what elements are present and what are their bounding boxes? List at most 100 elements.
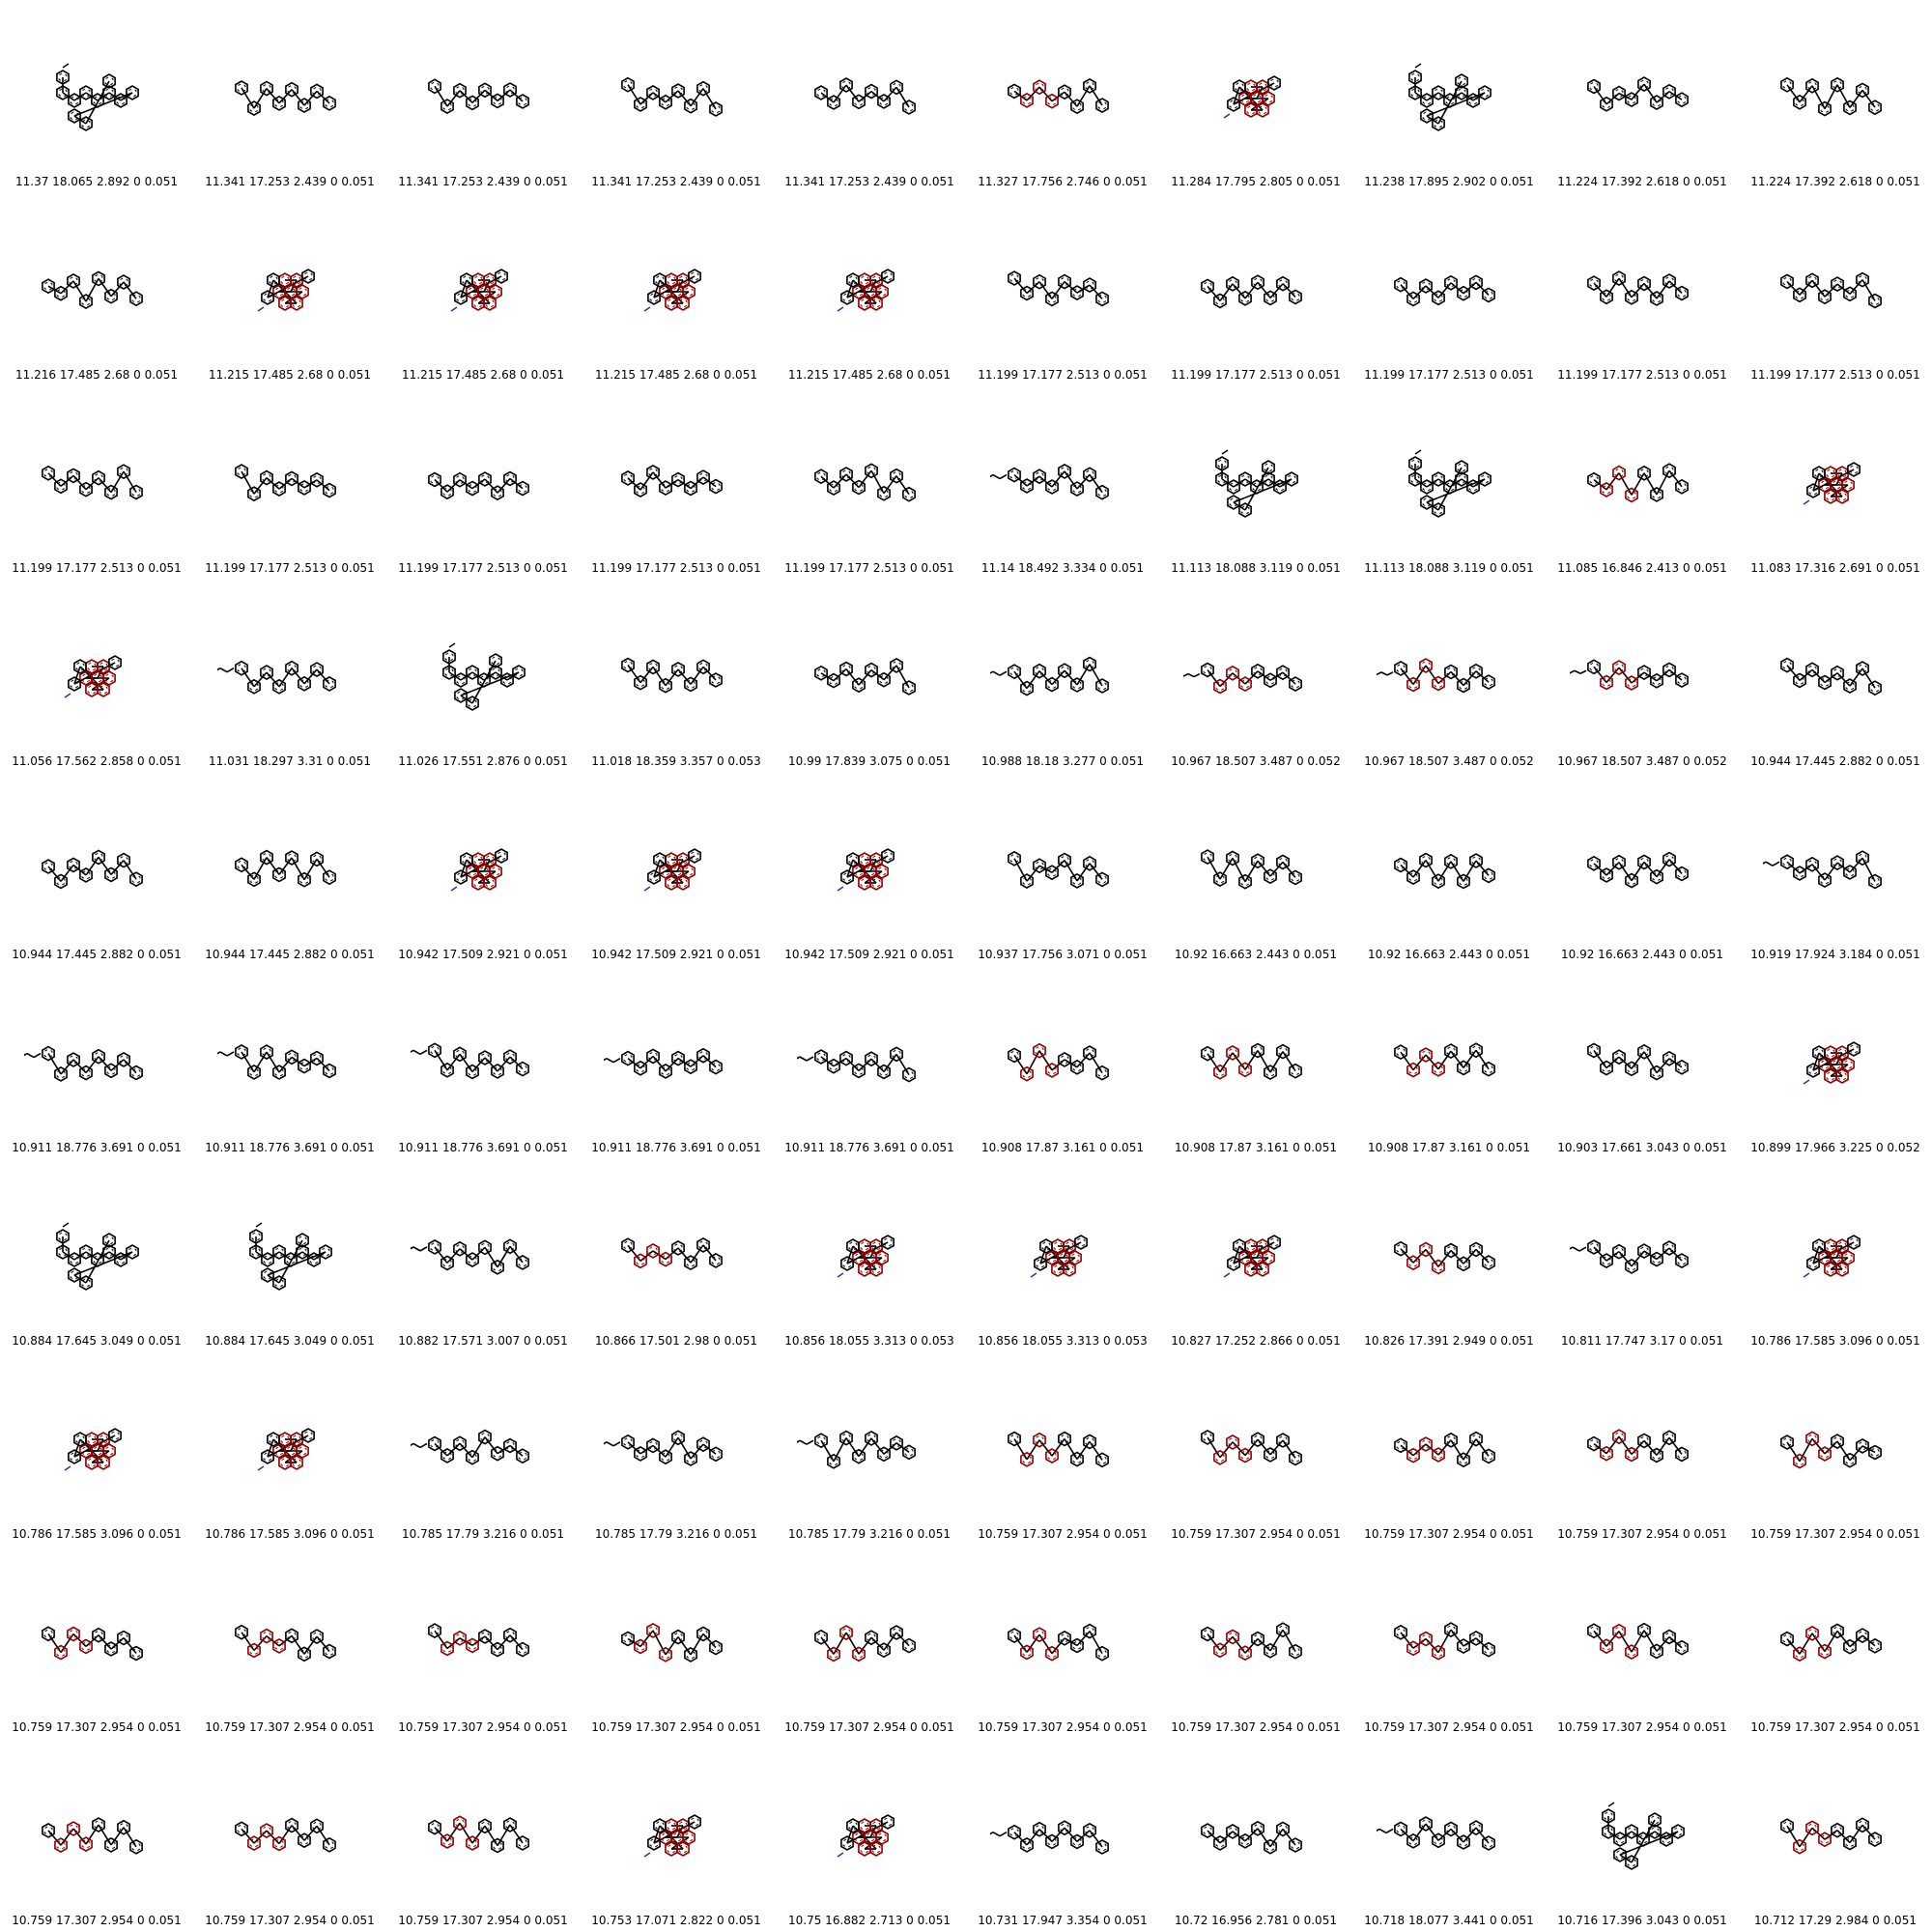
ring — [1289, 1450, 1302, 1466]
molecule-structure-drawing — [814, 463, 916, 502]
ring — [1587, 855, 1601, 871]
ring — [1818, 1832, 1832, 1848]
molecule-cell: 10.92 16.663 2.443 0 0.051 — [1159, 773, 1352, 966]
bond — [459, 1248, 473, 1261]
ring-inner — [1434, 876, 1443, 887]
ring — [102, 73, 116, 89]
ring-inner — [119, 1633, 128, 1643]
ring-inner — [655, 274, 665, 286]
bond — [1631, 1439, 1645, 1456]
ring — [1008, 850, 1021, 867]
molecule-structure-drawing — [1201, 1820, 1302, 1855]
ring-inner — [1833, 858, 1842, 868]
ring-inner — [1662, 1833, 1671, 1845]
ring-inner — [480, 473, 490, 485]
ring-inner — [94, 1630, 103, 1640]
bond — [1233, 1245, 1240, 1264]
ring-inner — [1833, 279, 1842, 290]
ring-inner — [1265, 293, 1275, 303]
ring-inner — [1278, 1824, 1288, 1834]
ring-inner — [1203, 281, 1212, 292]
molecule-cell: 10.811 17.747 3.17 0 0.051 — [1546, 1159, 1739, 1352]
ring — [1587, 1239, 1601, 1255]
ring-inner — [867, 1054, 876, 1065]
ring — [682, 864, 696, 879]
ring — [1625, 675, 1638, 691]
bond — [278, 89, 293, 104]
ring — [310, 851, 324, 867]
ring-inner — [1035, 1824, 1044, 1834]
ring-inner — [1837, 1070, 1847, 1082]
ring — [1408, 85, 1422, 100]
ring-inner — [1650, 1814, 1660, 1826]
bond — [702, 1633, 717, 1649]
ring-inner — [1484, 1258, 1493, 1268]
ring — [453, 1240, 467, 1257]
ring — [1612, 1623, 1626, 1639]
molecule-structure-drawing — [450, 848, 508, 892]
ring-inner — [1870, 1447, 1880, 1458]
ring-inner — [1849, 1236, 1859, 1248]
bond — [1076, 473, 1091, 490]
molecule-structure-drawing — [428, 1623, 529, 1658]
ring-inner — [455, 474, 465, 485]
ring — [478, 1429, 492, 1445]
bond — [1064, 669, 1078, 686]
molecule-structure-drawing — [1570, 659, 1689, 691]
ring — [890, 657, 903, 673]
molecule-cell: 11.199 17.177 2.513 0 0.051 — [0, 386, 193, 580]
ring — [466, 1252, 479, 1268]
molecule-structure-drawing — [1030, 1235, 1088, 1278]
ring — [1289, 676, 1302, 693]
ring-inner — [1022, 1839, 1032, 1850]
molecule-cell: 10.759 17.307 2.954 0 0.051 — [1352, 1546, 1546, 1739]
ring-inner — [1664, 1053, 1674, 1064]
ring-inner — [1484, 870, 1493, 881]
ring-inner — [69, 1629, 78, 1639]
ring — [1020, 1836, 1034, 1853]
ring-inner — [312, 474, 322, 485]
ring-inner — [480, 1432, 490, 1442]
ring-inner — [1845, 289, 1855, 299]
ring — [634, 1253, 647, 1269]
bond — [1400, 1248, 1414, 1264]
ring-inner — [636, 1256, 645, 1266]
ring-inner — [128, 1246, 137, 1258]
ring-inner — [1022, 1647, 1032, 1658]
ring-inner — [848, 274, 858, 286]
ring-inner — [623, 660, 633, 670]
ring-inner — [1471, 855, 1481, 867]
ring — [247, 100, 261, 117]
ring-inner — [1291, 1065, 1300, 1076]
molecule-score-label: 10.759 17.307 2.954 0 0.051 — [398, 1914, 568, 1927]
bond — [253, 1830, 268, 1844]
ring-inner — [1421, 660, 1431, 671]
bond — [1570, 669, 1576, 674]
ring-inner — [274, 1838, 284, 1849]
ring — [1432, 1644, 1445, 1661]
ring-inner — [1070, 1252, 1080, 1264]
ring-inner — [1471, 1045, 1481, 1056]
ring — [1419, 658, 1433, 673]
ring — [1818, 1643, 1832, 1660]
bond — [1223, 1272, 1231, 1278]
ring — [688, 269, 701, 284]
ring-inner — [1589, 81, 1599, 92]
molecule-score-label: 10.911 18.776 3.691 0 0.051 — [784, 1141, 954, 1154]
ring-inner — [106, 1065, 116, 1076]
ring-inner — [904, 1447, 914, 1458]
ring — [290, 296, 303, 311]
ring-inner — [904, 489, 914, 499]
molecule-structure-drawing — [1803, 462, 1861, 505]
ring — [682, 284, 696, 299]
ring-inner — [249, 681, 259, 692]
bond — [226, 668, 235, 673]
ring-inner — [299, 1835, 309, 1846]
ring-inner — [237, 663, 246, 673]
ring-inner — [1807, 665, 1817, 675]
ring — [1602, 1824, 1615, 1839]
ring-inner — [1228, 668, 1237, 678]
bond — [1656, 91, 1670, 103]
bond — [1463, 860, 1477, 882]
ring-inner — [1664, 1433, 1674, 1443]
